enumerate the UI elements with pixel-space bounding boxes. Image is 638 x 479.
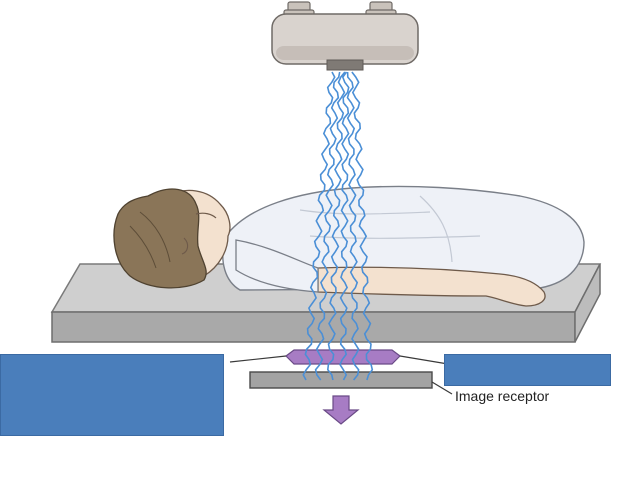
xray-tube <box>271 1 419 71</box>
beam-line <box>302 71 336 381</box>
beam-line <box>339 71 350 381</box>
image-receptor <box>249 371 453 395</box>
beam-line <box>326 71 346 381</box>
blue-box-left <box>0 354 224 436</box>
grid <box>229 349 449 365</box>
down-arrow-icon <box>322 395 360 425</box>
image-receptor-label: Image receptor <box>455 388 550 404</box>
blue-box-right <box>444 354 611 386</box>
beam-line <box>314 71 341 381</box>
beam-line <box>346 71 360 381</box>
xray-beam <box>302 71 374 381</box>
beam-line <box>351 71 374 381</box>
